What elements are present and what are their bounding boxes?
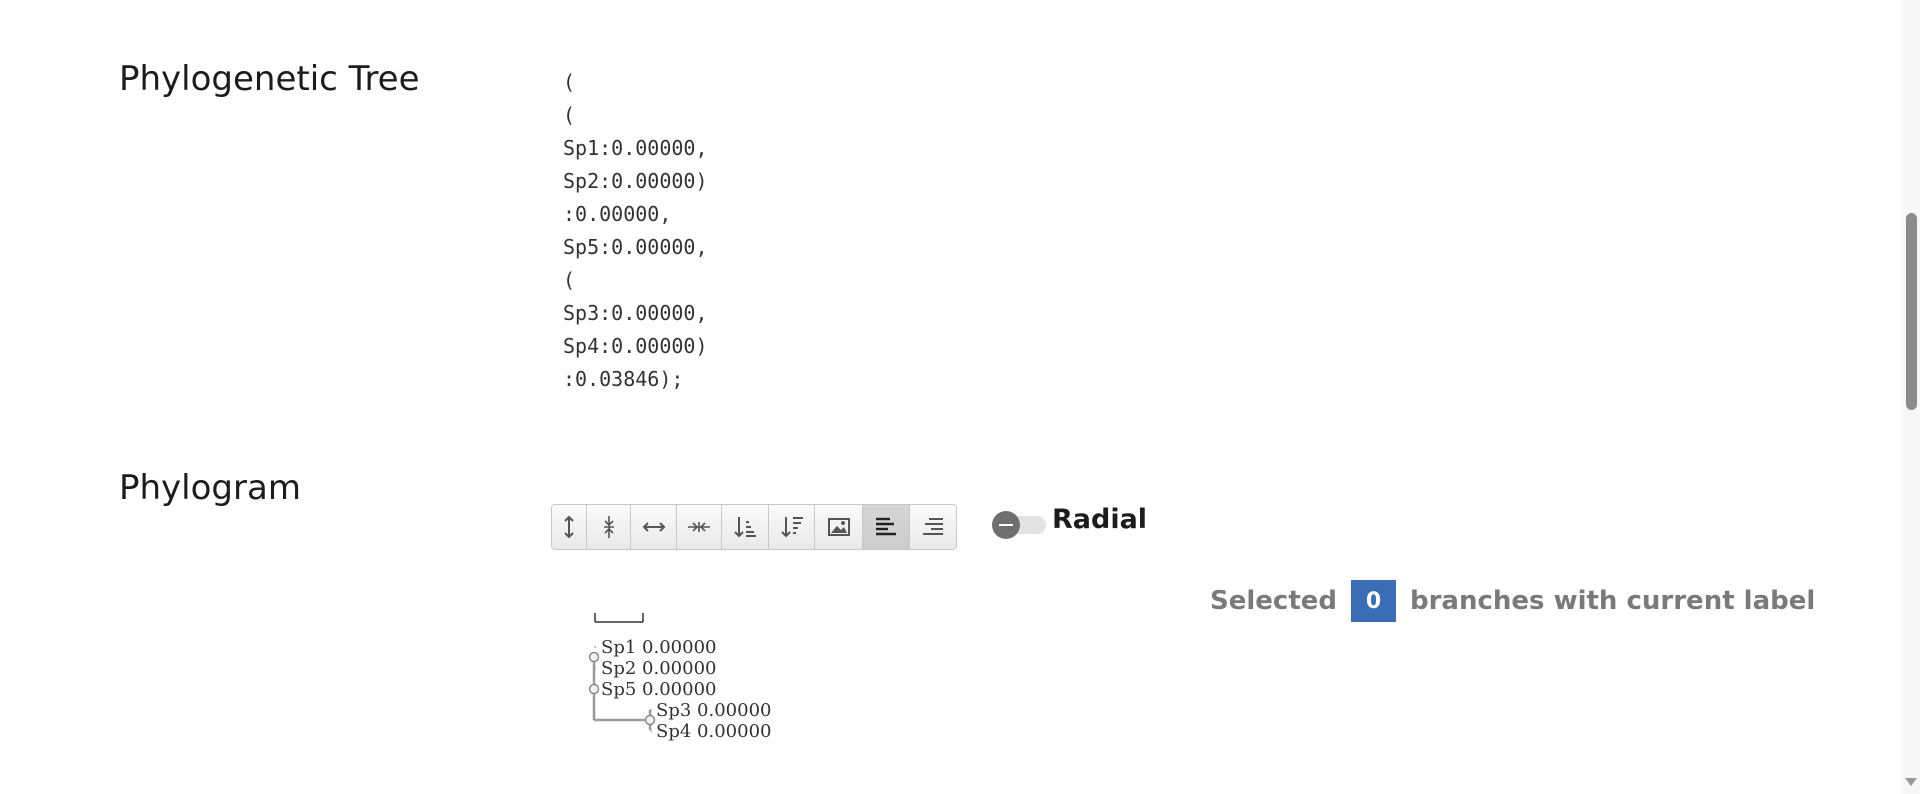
sort-ascending-button[interactable]	[722, 505, 769, 549]
leaf-label-sp4[interactable]: Sp4 0.00000	[656, 721, 771, 742]
selected-prefix: Selected	[1210, 586, 1337, 616]
tree-node[interactable]	[588, 683, 600, 695]
sort-ascending-icon	[734, 517, 756, 538]
newick-line: Sp4:0.00000)	[563, 334, 708, 358]
radial-label: Radial	[1052, 504, 1148, 535]
vertical-scrollbar[interactable]	[1902, 0, 1920, 794]
align-left-icon	[876, 517, 896, 536]
compress-horizontal-button[interactable]	[677, 505, 722, 549]
newick-line: (	[563, 103, 576, 127]
leaf-label-sp5[interactable]: Sp5 0.00000	[601, 679, 716, 700]
tree-ticks	[594, 646, 652, 732]
selected-suffix: branches with current label	[1410, 586, 1816, 616]
compress-vertical-button[interactable]	[587, 505, 631, 549]
newick-line: Sp2:0.00000)	[563, 169, 708, 193]
scrollbar-thumb[interactable]	[1906, 213, 1917, 410]
align-right-button[interactable]	[910, 505, 956, 549]
radial-toggle[interactable]	[992, 511, 1048, 539]
newick-line: Sp1:0.00000,	[563, 136, 708, 160]
scroll-down-arrow-icon[interactable]	[1905, 778, 1917, 786]
newick-text: ( ( Sp1:0.00000, Sp2:0.00000) :0.00000, …	[563, 66, 708, 396]
align-right-icon	[923, 518, 943, 535]
newick-line: Sp3:0.00000,	[563, 301, 708, 325]
sort-descending-icon	[780, 517, 803, 538]
selected-count-badge: 0	[1351, 580, 1396, 622]
leaf-label-sp1[interactable]: Sp1 0.00000	[601, 637, 716, 658]
align-left-button[interactable]	[863, 505, 910, 549]
leaf-label-sp2[interactable]: Sp2 0.00000	[601, 658, 716, 679]
compress-vertical-icon	[603, 516, 614, 538]
leaf-label-sp3[interactable]: Sp3 0.00000	[656, 700, 771, 721]
tree-node[interactable]	[644, 714, 656, 726]
newick-line: (	[563, 70, 576, 94]
expand-horizontal-icon	[642, 522, 665, 532]
selected-branches-info: Selected 0 branches with current label	[1210, 580, 1815, 622]
phylogram-tree: Sp1 0.00000 Sp2 0.00000 Sp5 0.00000 Sp3 …	[588, 613, 771, 742]
sort-descending-button[interactable]	[769, 505, 815, 549]
expand-vertical-icon	[564, 515, 574, 539]
expand-horizontal-button[interactable]	[631, 505, 677, 549]
expand-vertical-button[interactable]	[552, 505, 587, 549]
tree-node[interactable]	[588, 651, 600, 663]
newick-line: :0.00000,	[563, 202, 672, 226]
newick-line: (	[563, 268, 576, 292]
phylogenetic-tree-title: Phylogenetic Tree	[119, 59, 420, 99]
image-icon	[827, 518, 850, 536]
save-image-button[interactable]	[815, 505, 863, 549]
newick-line: :0.03846);	[563, 367, 684, 391]
phylogram-title: Phylogram	[119, 468, 301, 508]
scale-bar	[594, 613, 644, 623]
phylogram-toolbar	[551, 504, 957, 550]
compress-horizontal-icon	[688, 522, 710, 532]
toggle-off-icon	[992, 511, 1020, 539]
newick-line: Sp5:0.00000,	[563, 235, 708, 259]
